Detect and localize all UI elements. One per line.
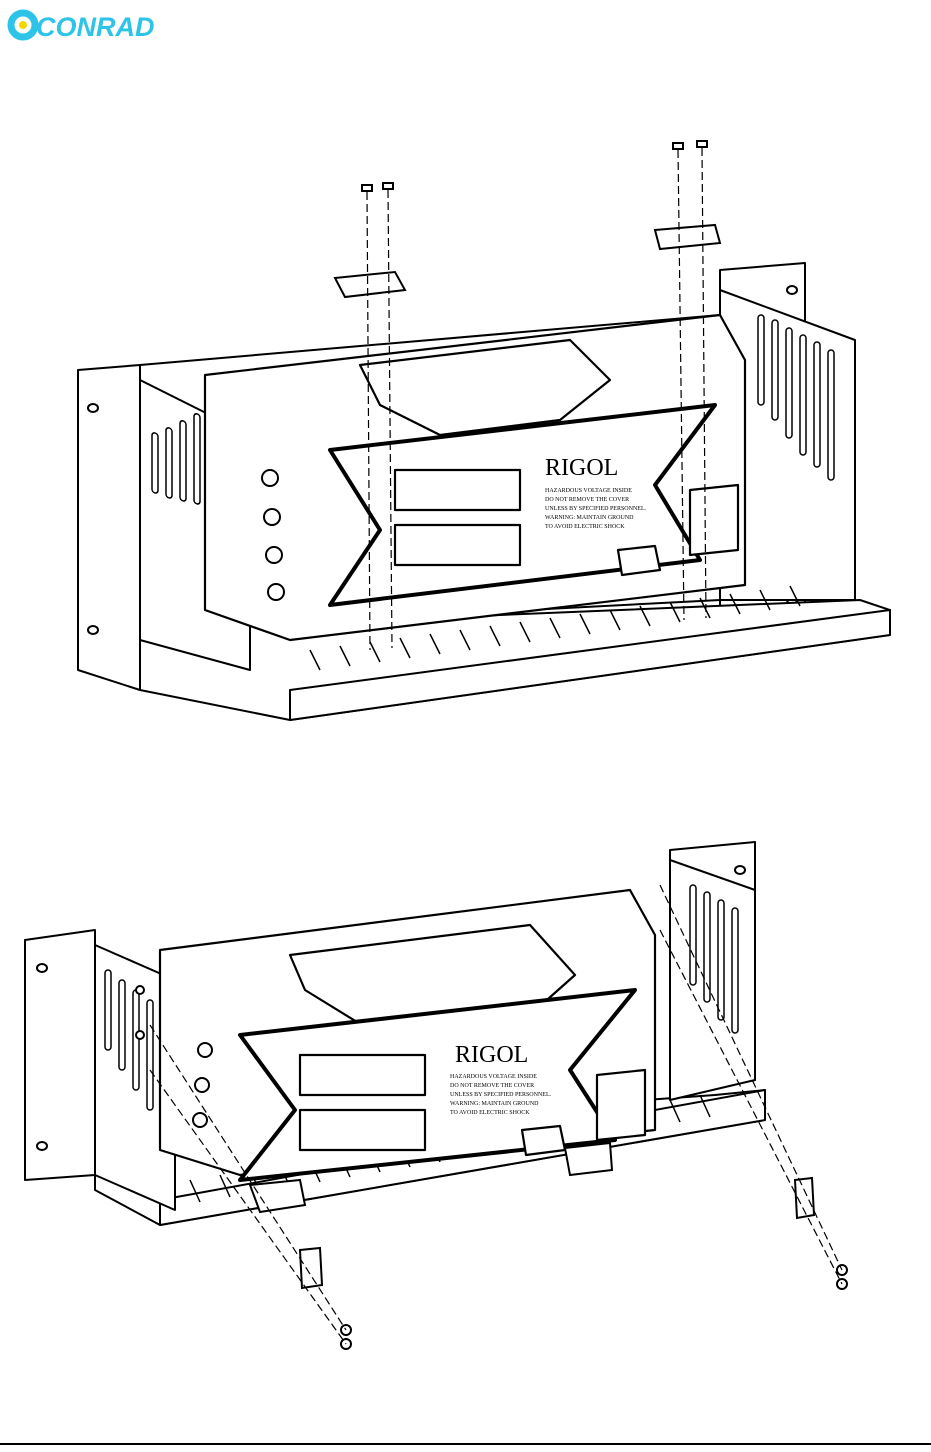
instrument-brand-label: RIGOL xyxy=(545,455,618,481)
mounting-bracket-left xyxy=(298,1246,324,1290)
bnc-connector xyxy=(194,1077,210,1093)
power-inlet xyxy=(688,483,740,557)
bnc-connector xyxy=(197,1042,213,1058)
conrad-logo: CONRAD xyxy=(7,9,155,42)
tray-front-lip xyxy=(289,609,891,721)
warning-line: WARNING: MAINTAIN GROUND xyxy=(545,515,634,521)
logo-wordmark: CONRAD xyxy=(36,12,155,42)
power-switch xyxy=(616,544,662,577)
warning-line: DO NOT REMOVE THE COVER xyxy=(450,1083,534,1089)
ear-hole xyxy=(36,1141,48,1151)
warning-line: WARNING: MAINTAIN GROUND xyxy=(450,1101,539,1107)
warning-line: HAZARDOUS VOLTAGE INSIDE xyxy=(545,488,632,494)
instrument-brand-label: RIGOL xyxy=(455,1042,528,1068)
rack-ear-left xyxy=(77,364,141,691)
power-switch xyxy=(520,1124,567,1157)
screw xyxy=(672,142,684,150)
instrument-handle xyxy=(358,338,612,437)
mounting-bracket-right xyxy=(653,223,722,251)
mounting-bracket-installed xyxy=(563,1141,614,1177)
ear-hole xyxy=(87,625,99,635)
screw xyxy=(696,140,708,148)
side-wall-right xyxy=(669,859,756,1101)
warning-line: DO NOT REMOVE THE COVER xyxy=(545,497,629,503)
ear-hole xyxy=(734,865,746,875)
mounting-bracket-right xyxy=(793,1176,816,1220)
side-wall-left xyxy=(94,944,176,1211)
front-window xyxy=(298,1053,427,1097)
bnc-connector xyxy=(267,583,285,601)
screw xyxy=(361,184,373,192)
bnc-connector xyxy=(192,1112,208,1128)
screw xyxy=(382,182,394,190)
warning-line: UNLESS BY SPECIFIED PERSONNEL. xyxy=(450,1092,552,1098)
front-window xyxy=(393,468,522,512)
bnc-connector xyxy=(261,469,279,487)
front-window xyxy=(298,1108,427,1152)
logo-ring xyxy=(7,9,39,41)
figure-step-1: RIGOL HAZARDOUS VOLTAGE INSIDE DO NOT RE… xyxy=(77,140,891,721)
logo-dot xyxy=(19,21,27,29)
ear-hole xyxy=(786,285,798,295)
warning-line: TO AVOID ELECTRIC SHOCK xyxy=(545,524,625,530)
mounting-bracket-installed xyxy=(248,1178,307,1214)
footer-rule xyxy=(0,1443,931,1445)
ear-hole xyxy=(87,403,99,413)
screw xyxy=(135,1030,145,1040)
warning-line: TO AVOID ELECTRIC SHOCK xyxy=(450,1110,530,1116)
ear-hole xyxy=(36,963,48,973)
screw xyxy=(135,985,145,995)
warning-line: HAZARDOUS VOLTAGE INSIDE xyxy=(450,1074,537,1080)
power-inlet xyxy=(595,1068,647,1142)
bnc-connector xyxy=(265,546,283,564)
rack-ear-left xyxy=(24,929,96,1181)
mounting-bracket-left xyxy=(333,270,407,299)
figure-step-2: RIGOL HAZARDOUS VOLTAGE INSIDE DO NOT RE… xyxy=(24,841,848,1350)
warning-line: UNLESS BY SPECIFIED PERSONNEL. xyxy=(545,506,647,512)
bnc-connector xyxy=(263,508,281,526)
front-window xyxy=(393,523,522,567)
